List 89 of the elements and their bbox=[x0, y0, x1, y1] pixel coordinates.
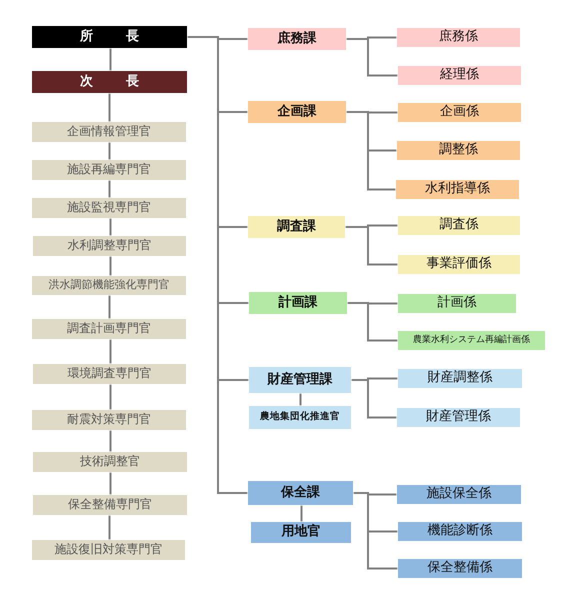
org-box bbox=[248, 216, 345, 238]
org-label: 事業評価係 bbox=[426, 257, 492, 272]
org-box bbox=[398, 559, 522, 578]
org-box bbox=[251, 522, 351, 543]
org-label: 農地集団化推進官 bbox=[260, 412, 340, 423]
org-box bbox=[249, 406, 351, 429]
org-box bbox=[398, 66, 521, 85]
org-box bbox=[398, 369, 522, 388]
connector-line bbox=[110, 430, 112, 452]
org-label: 水利指導係 bbox=[425, 182, 490, 197]
org-box bbox=[397, 408, 520, 427]
org-label: 計画係 bbox=[438, 296, 476, 311]
org-box bbox=[32, 410, 186, 430]
org-box bbox=[32, 71, 187, 93]
org-label: 調査課 bbox=[277, 220, 316, 234]
connector-line bbox=[351, 379, 397, 418]
org-label: 用地官 bbox=[282, 525, 320, 540]
org-label: 庶務課 bbox=[278, 32, 316, 46]
org-box bbox=[32, 276, 186, 295]
connector-line bbox=[347, 302, 398, 342]
org-label: 保全整備係 bbox=[428, 561, 492, 576]
connector-line bbox=[110, 384, 112, 410]
org-box bbox=[33, 236, 186, 256]
org-box bbox=[248, 101, 346, 123]
connector-line bbox=[110, 472, 112, 495]
org-box bbox=[32, 319, 186, 339]
org-label: 洪水調節機能強化専門官 bbox=[48, 279, 170, 292]
org-box bbox=[398, 216, 520, 235]
org-label: 耐震対策専門官 bbox=[67, 413, 151, 427]
org-label: 財産管理係 bbox=[426, 410, 491, 425]
org-label: 企画係 bbox=[440, 105, 479, 120]
org-box bbox=[33, 495, 187, 515]
connector-line bbox=[108, 93, 110, 122]
connector-line bbox=[300, 393, 302, 406]
org-label: 所 長 bbox=[80, 30, 140, 44]
org-box bbox=[248, 28, 346, 50]
org-label: 経理係 bbox=[440, 68, 479, 83]
org-box bbox=[397, 28, 520, 47]
org-label: 保全整備専門官 bbox=[68, 498, 152, 512]
org-label: 施設監視専門官 bbox=[67, 201, 151, 215]
org-box bbox=[398, 522, 522, 541]
connector-line bbox=[345, 226, 398, 266]
org-box bbox=[32, 26, 187, 48]
org-label: 企画情報管理官 bbox=[67, 125, 151, 139]
org-label: 機能診断係 bbox=[428, 524, 492, 539]
connector-line bbox=[300, 505, 302, 522]
org-label: 保全課 bbox=[281, 486, 320, 500]
org-label: 次 長 bbox=[80, 74, 140, 90]
connector-line bbox=[346, 111, 396, 190]
org-box bbox=[398, 255, 520, 274]
org-box bbox=[32, 198, 186, 218]
connector-line bbox=[346, 38, 398, 76]
connector-line bbox=[110, 256, 112, 276]
connector-line bbox=[108, 142, 110, 160]
org-box bbox=[249, 367, 351, 393]
org-label: 環境調査専門官 bbox=[68, 367, 152, 381]
org-label: 施設復旧対策専門官 bbox=[54, 543, 162, 557]
org-box bbox=[32, 540, 185, 560]
connector-line bbox=[110, 339, 112, 364]
org-label: 調査計画専門官 bbox=[67, 322, 151, 336]
org-label: 技術調整官 bbox=[80, 455, 140, 469]
org-label: 農業水利システム再編計画係 bbox=[413, 336, 530, 346]
org-label: 調整係 bbox=[439, 143, 478, 158]
org-label: 施設保全係 bbox=[426, 487, 492, 502]
org-box bbox=[33, 364, 186, 384]
connector-line bbox=[108, 180, 110, 198]
org-box bbox=[33, 452, 187, 472]
org-label: 財産管理課 bbox=[268, 372, 332, 388]
org-label: 施設再編専門官 bbox=[67, 163, 151, 177]
org-box bbox=[398, 294, 516, 313]
org-label: 計画課 bbox=[278, 296, 318, 310]
org-box bbox=[398, 331, 545, 350]
connector-line bbox=[108, 295, 110, 319]
org-label: 企画課 bbox=[278, 104, 316, 120]
connector-line bbox=[108, 515, 110, 540]
org-box bbox=[32, 160, 186, 180]
org-box bbox=[249, 292, 347, 314]
connector-line bbox=[110, 218, 112, 236]
org-box bbox=[248, 481, 353, 505]
org-box bbox=[32, 122, 186, 142]
org-label: 水利調整専門官 bbox=[68, 239, 152, 253]
connector-line bbox=[110, 48, 112, 71]
org-box bbox=[398, 103, 521, 122]
org-box bbox=[397, 485, 521, 504]
org-label: 調査係 bbox=[440, 218, 478, 233]
org-box bbox=[396, 180, 519, 199]
org-label: 財産調整係 bbox=[428, 371, 492, 386]
org-label: 庶務係 bbox=[439, 30, 478, 45]
org-box bbox=[397, 141, 520, 160]
